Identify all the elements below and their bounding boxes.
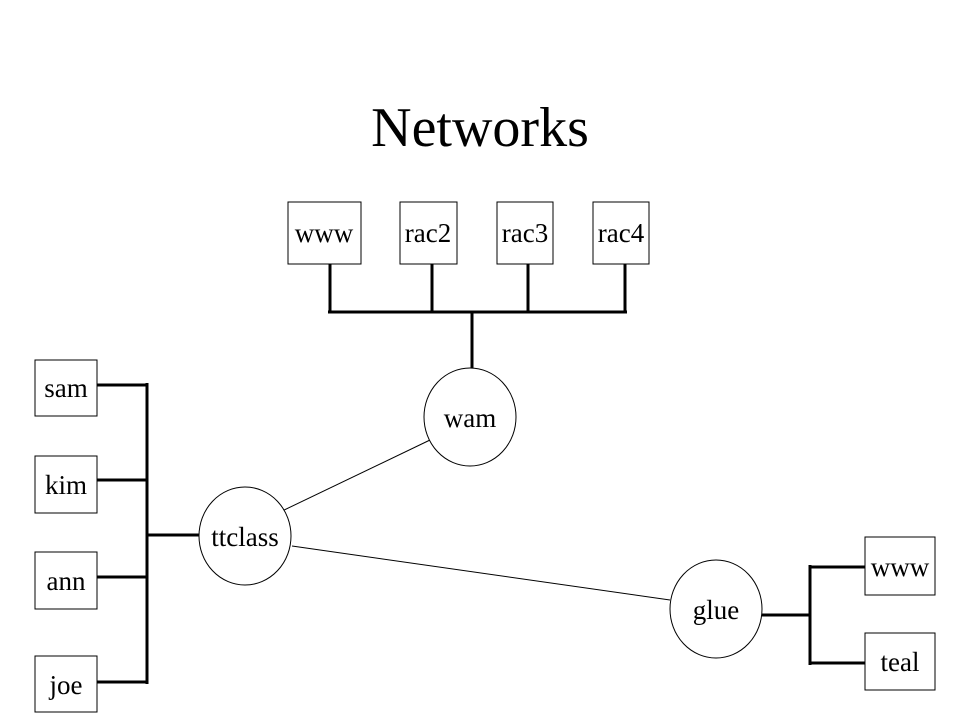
host-label: joe bbox=[49, 670, 83, 700]
host-box-rac4: rac4 bbox=[592, 201, 650, 265]
host-box-www-right: www bbox=[864, 536, 936, 596]
host-box-www-top: www bbox=[287, 201, 362, 265]
host-box-kim: kim bbox=[34, 455, 98, 514]
host-label: sam bbox=[44, 373, 88, 403]
router-label: wam bbox=[444, 403, 496, 433]
router-wam: wam bbox=[423, 367, 517, 467]
link-ttclass-glue bbox=[291, 545, 671, 601]
host-box-sam: sam bbox=[34, 359, 98, 417]
router-label: glue bbox=[693, 595, 740, 625]
host-label: teal bbox=[881, 647, 920, 677]
host-label: kim bbox=[45, 470, 87, 500]
host-box-rac2: rac2 bbox=[399, 201, 458, 265]
host-label: rac2 bbox=[405, 218, 451, 248]
host-box-ann: ann bbox=[34, 551, 98, 610]
router-glue: glue bbox=[669, 559, 763, 659]
host-label: www bbox=[295, 218, 354, 248]
router-label: ttclass bbox=[211, 522, 279, 552]
host-label: ann bbox=[47, 566, 86, 596]
top-bus bbox=[328, 262, 627, 372]
right-bus bbox=[762, 565, 865, 665]
router-links bbox=[279, 439, 671, 601]
left-bus bbox=[97, 383, 202, 684]
host-box-rac3: rac3 bbox=[496, 201, 554, 265]
host-box-teal: teal bbox=[864, 632, 936, 691]
host-label: rac4 bbox=[598, 218, 645, 248]
host-label: www bbox=[871, 552, 930, 582]
host-label: rac3 bbox=[502, 218, 548, 248]
link-ttclass-wam bbox=[279, 439, 431, 513]
router-ttclass: ttclass bbox=[198, 486, 292, 586]
host-box-joe: joe bbox=[34, 655, 98, 713]
slide-title: Networks bbox=[371, 97, 589, 159]
